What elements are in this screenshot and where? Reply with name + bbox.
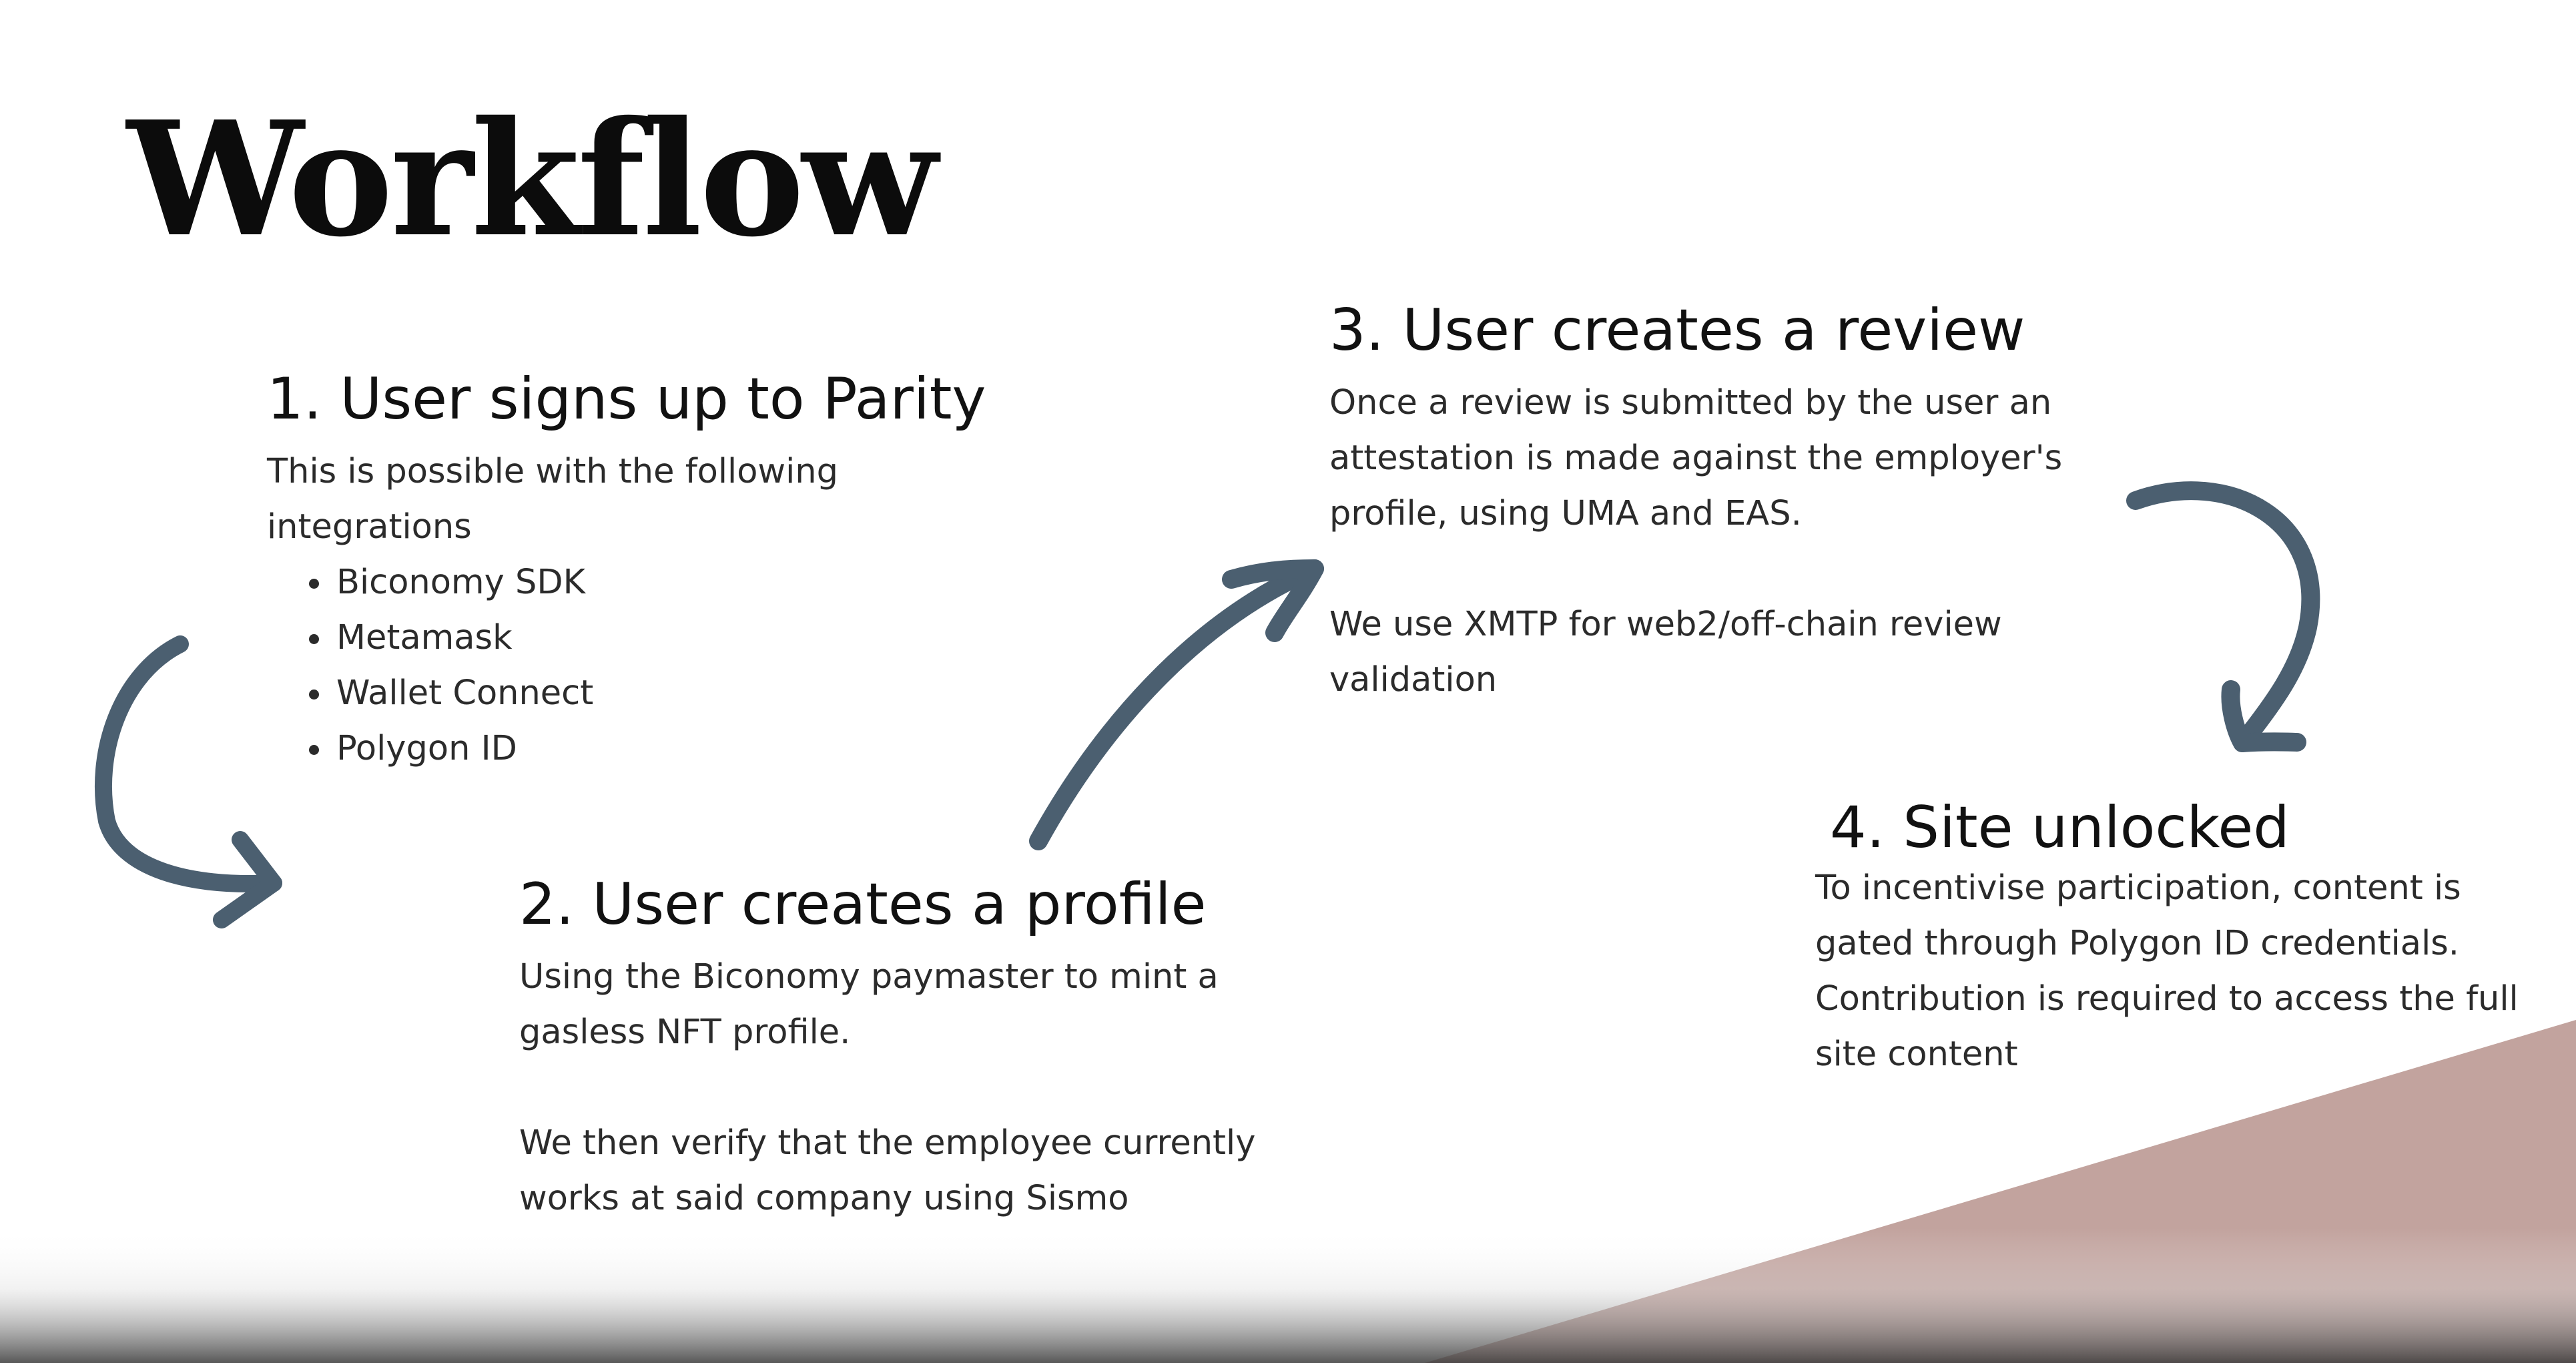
step-4-unlocked: 4. Site unlocked To incentivise particip… bbox=[1815, 798, 2549, 1082]
step-1-heading: 1. User signs up to Parity bbox=[267, 366, 986, 433]
list-item: Biconomy SDK bbox=[334, 555, 1001, 610]
step-3-review: 3. User creates a review Once a review i… bbox=[1329, 300, 2117, 708]
step-2-profile: 2. User creates a profile Using the Bico… bbox=[519, 874, 1320, 1226]
step-3-paragraph-1: Once a review is submitted by the user a… bbox=[1329, 383, 2063, 534]
bottom-shadow bbox=[0, 1228, 2576, 1363]
step-1-intro: This is possible with the following inte… bbox=[267, 452, 838, 547]
step-2-paragraph-2: We then verify that the employee current… bbox=[519, 1123, 1256, 1219]
integrations-list: Biconomy SDK Metamask Wallet Connect Pol… bbox=[267, 555, 1001, 776]
curved-arrow-down-right-icon bbox=[94, 635, 282, 928]
step-2-paragraph-1: Using the Biconomy paymaster to mint a g… bbox=[519, 957, 1219, 1053]
list-item: Polygon ID bbox=[334, 721, 1001, 776]
page-title: Workflow bbox=[127, 86, 938, 272]
curved-arrow-up-right-icon bbox=[1029, 559, 1324, 850]
step-3-paragraph-2: We use XMTP for web2/off-chain review va… bbox=[1329, 605, 2002, 700]
step-2-heading: 2. User creates a profile bbox=[519, 871, 1207, 938]
step-3-heading: 3. User creates a review bbox=[1329, 297, 2025, 364]
list-item: Metamask bbox=[334, 610, 1001, 665]
step-4-paragraph-1: To incentivise participation, content is… bbox=[1815, 868, 2519, 1075]
list-item: Wallet Connect bbox=[334, 665, 1001, 721]
curved-arrow-down-left-icon bbox=[2126, 481, 2320, 752]
step-4-heading: 4. Site unlocked bbox=[1830, 794, 2290, 861]
step-1-signup: 1. User signs up to Parity This is possi… bbox=[267, 369, 1001, 776]
